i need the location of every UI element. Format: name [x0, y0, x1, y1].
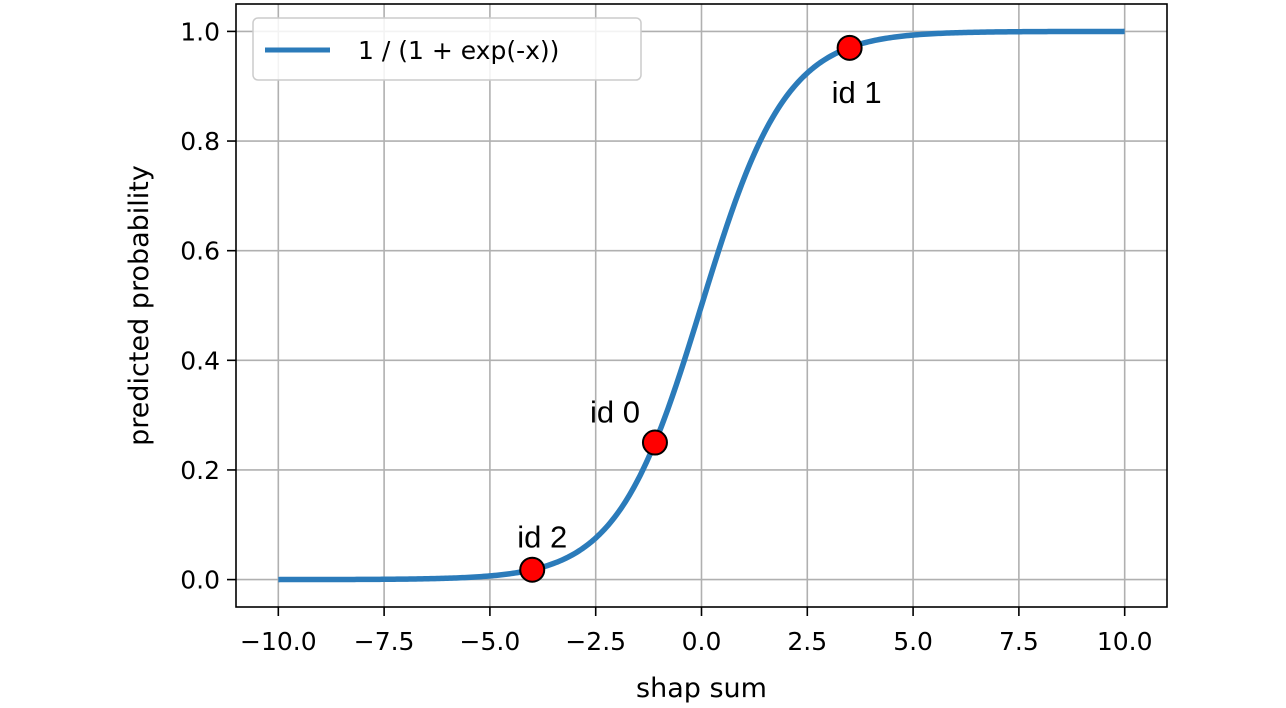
series-layer — [277, 28, 1126, 583]
x-axis-label: shap sum — [636, 673, 767, 704]
x-tick-label: 7.5 — [999, 627, 1039, 656]
y-tick-label: 0.8 — [180, 127, 220, 156]
x-tick-label: 10.0 — [1097, 627, 1153, 656]
x-tick-label: −2.5 — [565, 627, 626, 656]
x-tick-label: 5.0 — [893, 627, 933, 656]
legend: 1 / (1 + exp(-x)) — [252, 17, 642, 81]
y-axis-label: predicted probability — [124, 165, 155, 446]
grid — [236, 4, 1167, 607]
y-tick-label: 0.0 — [180, 566, 220, 595]
data-point — [641, 429, 668, 456]
x-tick-label: −5.0 — [460, 627, 521, 656]
y-tick-label: 0.6 — [180, 237, 220, 266]
y-tick-label: 1.0 — [180, 17, 220, 46]
x-axis-ticks: −10.0 −7.5 −5.0 −2.5 0.0 2.5 5.0 7.5 10.0 — [240, 607, 1153, 656]
x-tick-label: 2.5 — [787, 627, 827, 656]
data-point — [519, 556, 546, 583]
points-layer: id 0 id 1 id 2 — [517, 34, 882, 583]
y-tick-label: 0.2 — [180, 456, 220, 485]
y-axis-ticks: 0.0 0.2 0.4 0.6 0.8 1.0 — [180, 17, 236, 595]
data-point-label: id 0 — [590, 395, 640, 430]
data-point-label: id 2 — [517, 520, 567, 555]
x-tick-label: −10.0 — [240, 627, 317, 656]
x-tick-label: 0.0 — [682, 627, 722, 656]
legend-box — [252, 17, 642, 81]
data-point-label: id 1 — [832, 75, 882, 110]
legend-entry-label: 1 / (1 + exp(-x)) — [358, 36, 559, 65]
data-point — [836, 34, 863, 61]
x-tick-label: −7.5 — [354, 627, 415, 656]
series-line — [277, 28, 1126, 583]
y-tick-label: 0.4 — [180, 346, 220, 375]
